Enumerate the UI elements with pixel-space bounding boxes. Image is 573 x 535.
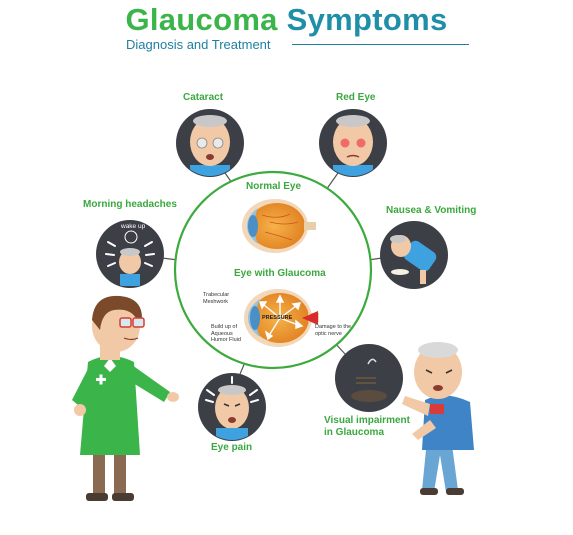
title-word-glaucoma: Glaucoma xyxy=(125,2,278,37)
morning-headaches-icon xyxy=(105,230,155,286)
label-visual-impairment: Visual impairment in Glaucoma xyxy=(324,415,410,438)
visual-impairment-icon xyxy=(351,358,387,402)
label-eye-pain: Eye pain xyxy=(211,442,253,453)
old-man-figure xyxy=(402,342,474,495)
label-wake-up: wake up xyxy=(121,223,146,230)
page-subtitle: Diagnosis and Treatment xyxy=(126,37,271,52)
normal-eye-illustration xyxy=(242,199,316,253)
eye-pain-face-icon xyxy=(205,376,259,440)
glaucoma-eye-illustration xyxy=(244,289,319,347)
central-ring xyxy=(173,170,373,370)
label-eye-with-glaucoma: Eye with Glaucoma xyxy=(234,268,326,279)
red-eye-face-icon xyxy=(333,115,373,176)
label-morning-headaches: Morning headaches xyxy=(83,199,177,210)
nausea-vomiting-icon xyxy=(390,235,437,284)
label-trabecular-meshwork: Trabecular Meshwork xyxy=(203,292,230,305)
title-word-symptoms: Symptoms xyxy=(286,2,448,37)
page-title: Glaucoma Symptoms xyxy=(0,2,573,38)
label-cataract: Cataract xyxy=(183,92,224,103)
label-aqueous-humor: Build up of Aqueous Humor Fluid xyxy=(211,324,241,343)
label-nausea-vomiting: Nausea & Vomiting xyxy=(386,205,477,216)
label-normal-eye: Normal Eye xyxy=(246,181,302,192)
label-red-eye: Red Eye xyxy=(336,92,376,103)
subtitle-underline xyxy=(292,44,469,45)
label-pressure: PRESSURE xyxy=(262,315,293,321)
cataract-face-icon xyxy=(190,115,230,176)
doctor-figure xyxy=(72,295,179,501)
label-optic-nerve-damage: Damage to the optic nerve xyxy=(315,324,352,337)
